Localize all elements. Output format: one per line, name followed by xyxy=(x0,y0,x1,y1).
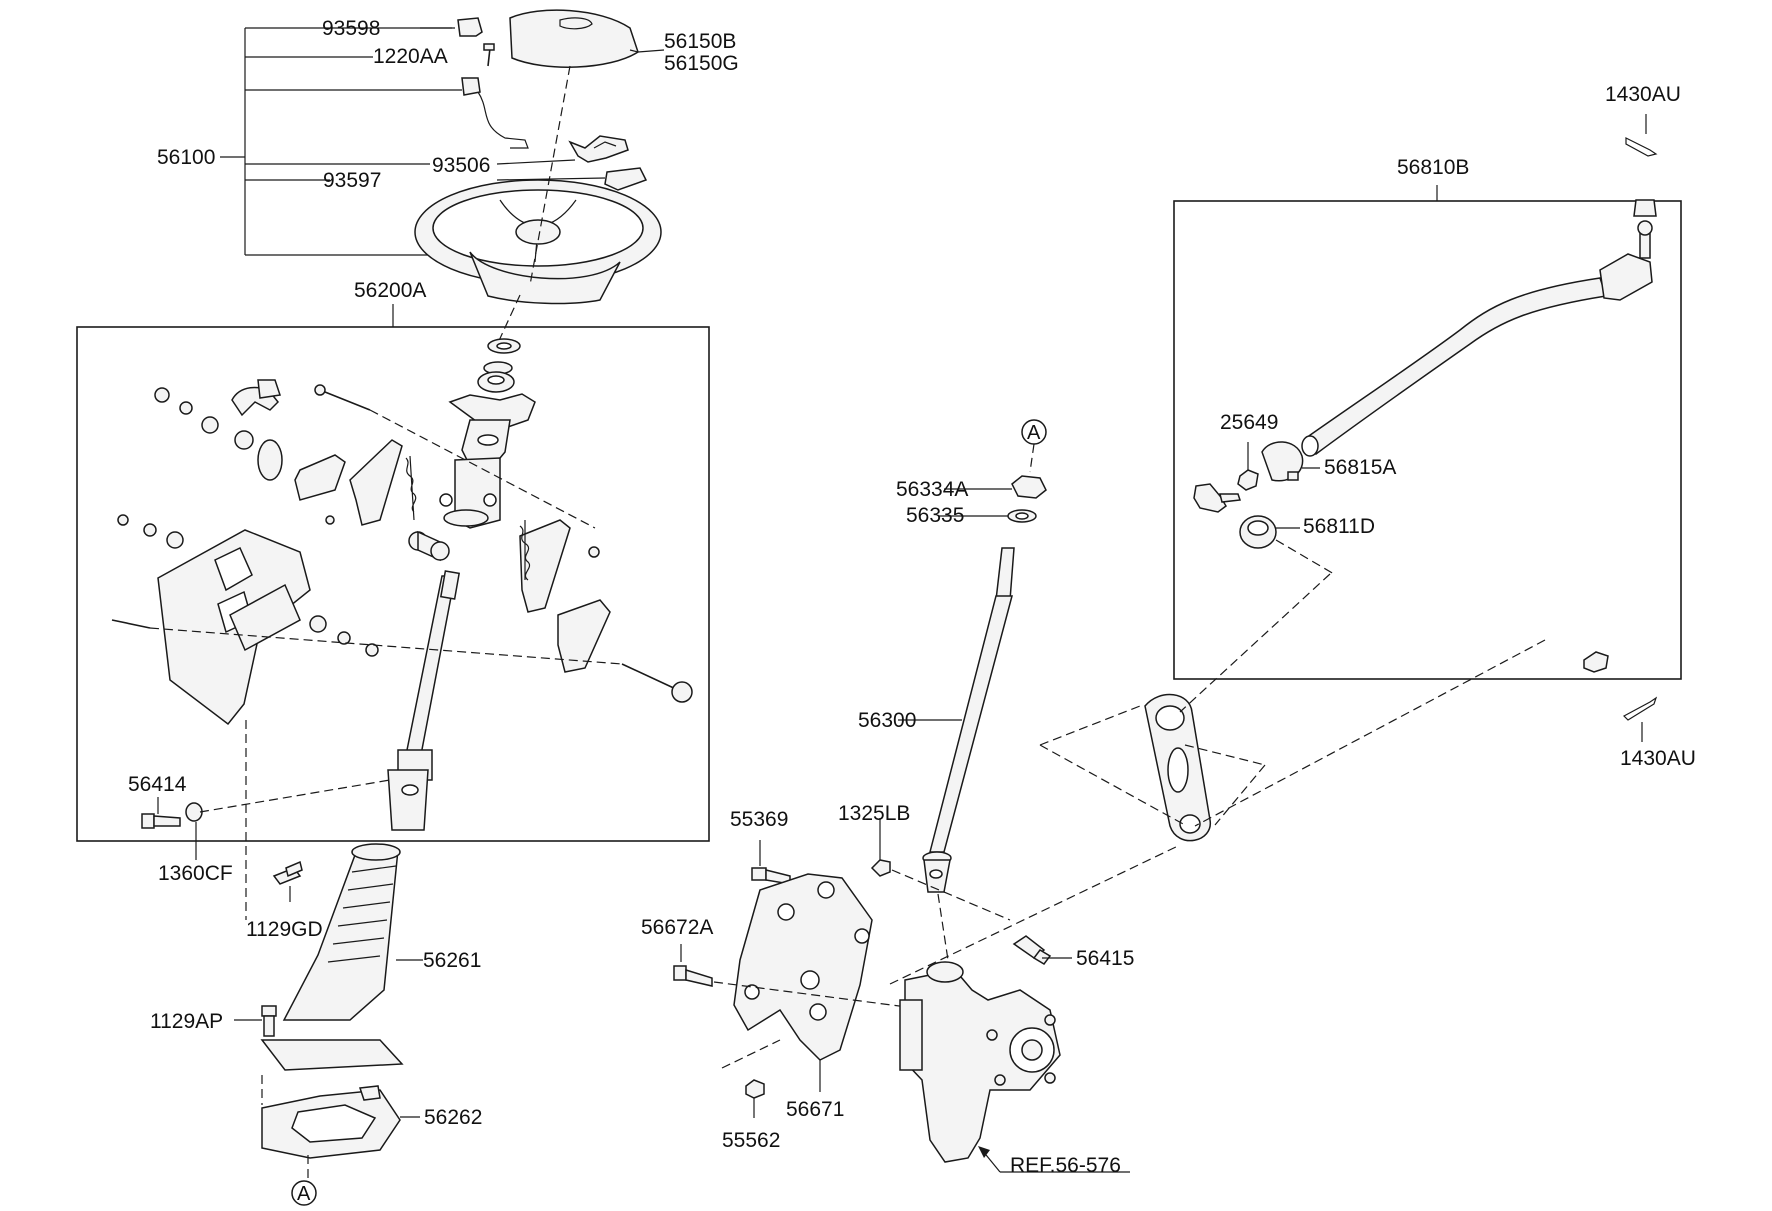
label-1129AP: 1129AP xyxy=(150,1010,223,1033)
label-25649: 25649 xyxy=(1220,411,1278,434)
label-56200A: 56200A xyxy=(354,279,426,302)
label-93598: 93598 xyxy=(322,17,380,40)
circle-a-bottom xyxy=(291,1180,317,1206)
label-56672A: 56672A xyxy=(641,916,713,939)
tilt-lever-parts xyxy=(154,379,283,481)
plate-upper-56261 xyxy=(260,1039,404,1071)
axis-column-upper xyxy=(529,65,571,286)
spacer-rod xyxy=(408,530,450,562)
label-56671: 56671 xyxy=(786,1098,844,1121)
label-56810B: 56810B xyxy=(1397,156,1469,179)
bolt-1129GD xyxy=(272,860,303,885)
bolt-56672A xyxy=(673,965,713,987)
contact-93506 xyxy=(568,135,629,163)
label-1430AU-top: 1430AU xyxy=(1605,83,1681,106)
bracket-56100 xyxy=(220,27,478,256)
screw-1220AA xyxy=(483,43,495,67)
gearbox xyxy=(899,961,1061,1163)
label-56335: 56335 xyxy=(906,504,964,527)
washer-56335 xyxy=(1007,509,1037,523)
nut-1325LB xyxy=(870,859,891,877)
label-56811D: 56811D xyxy=(1303,515,1375,538)
nut-55562 xyxy=(745,1079,765,1099)
ref-arrow xyxy=(978,1146,1130,1173)
contact-93597 xyxy=(604,167,648,191)
bolt-long-lower xyxy=(111,619,693,703)
tilt-brackets xyxy=(294,439,611,673)
label-56334A: 56334A xyxy=(896,478,968,501)
label-1220AA: 1220AA xyxy=(373,45,448,68)
bracket-56671 xyxy=(733,873,873,1061)
drag-link-56810B xyxy=(1301,199,1657,457)
boot-56261 xyxy=(282,843,401,1021)
shaft-56300 xyxy=(922,547,1015,893)
nut-56334A xyxy=(1011,475,1047,499)
circle-a-top-label: A xyxy=(1027,422,1041,444)
label-56100: 56100 xyxy=(157,146,215,169)
label-55562: 55562 xyxy=(722,1129,780,1152)
boot-56815A xyxy=(1261,441,1304,482)
label-56300: 56300 xyxy=(858,709,916,732)
column-upper-housing xyxy=(439,393,536,529)
label-1129GD: 1129GD xyxy=(246,918,323,941)
bolt-1129AP xyxy=(261,1005,277,1037)
nut-lower-right xyxy=(1583,651,1609,673)
label-93597: 93597 xyxy=(323,169,381,192)
label-55369: 55369 xyxy=(730,808,788,831)
pitman-arm xyxy=(1144,693,1211,842)
column-shaft-lower xyxy=(387,570,461,831)
cotter-pin-1430AU-top xyxy=(1625,137,1658,157)
label-56262: 56262 xyxy=(424,1106,482,1129)
label-1325LB: 1325LB xyxy=(838,802,910,825)
washer-1360CF xyxy=(185,802,203,822)
gasket-56262 xyxy=(261,1085,401,1159)
cotter-pin-1430AU-bottom xyxy=(1623,696,1658,721)
label-56150B: 56150B xyxy=(664,30,736,53)
tilt-bracket-main xyxy=(117,514,379,726)
label-1360CF: 1360CF xyxy=(158,862,233,885)
label-1430AU-bottom: 1430AU xyxy=(1620,747,1696,770)
label-93506: 93506 xyxy=(432,154,490,177)
horn-pad xyxy=(509,9,639,68)
bolt-55369 xyxy=(751,867,791,885)
label-56415: 56415 xyxy=(1076,947,1134,970)
cap-93598 xyxy=(457,17,483,37)
bolt-56414 xyxy=(141,813,181,829)
label-56261: 56261 xyxy=(423,949,481,972)
label-ref: REF.56-576 xyxy=(1010,1154,1121,1177)
label-56815A: 56815A xyxy=(1324,456,1396,479)
label-56150G: 56150G xyxy=(664,52,739,75)
circle-a-bottom-label: A xyxy=(297,1183,311,1205)
nut-25649 xyxy=(1237,469,1259,491)
horn-wire xyxy=(461,77,529,149)
bolt-long-upper xyxy=(314,384,371,411)
label-56414: 56414 xyxy=(128,773,187,796)
box-56810B xyxy=(1173,200,1682,680)
axis-column-mid xyxy=(496,294,521,346)
washers-upper xyxy=(477,338,521,393)
steering-wheel xyxy=(414,179,662,305)
ball-joint-56811D xyxy=(1193,483,1277,549)
bolt-56415 xyxy=(1012,935,1052,965)
